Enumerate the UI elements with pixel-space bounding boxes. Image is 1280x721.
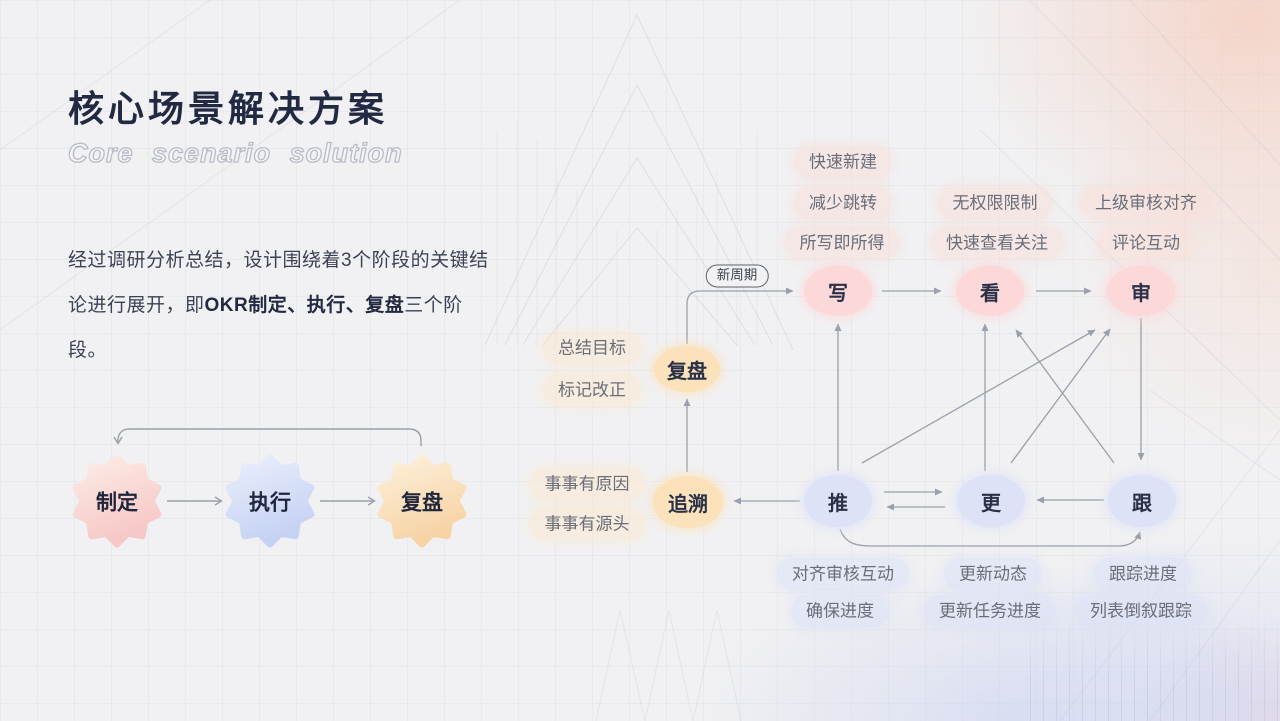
cycle-badge: 新周期 — [705, 264, 769, 288]
stage-flow-diagram: 制定 执行 复盘 — [76, 428, 463, 544]
tag-fupan-2: 标记改正 — [543, 373, 641, 407]
node-zhuisu: 追溯 — [653, 476, 723, 528]
tag-push-1: 对齐审核互动 — [777, 557, 909, 591]
tag-audit-2: 评论互动 — [1097, 226, 1195, 260]
tag-write-1: 快速新建 — [794, 145, 892, 179]
tag-update-2: 更新任务进度 — [924, 594, 1056, 628]
arrow-push-to-audit — [861, 329, 1096, 464]
scenario-map-arrows — [683, 287, 1145, 547]
arrow-follow-to-view — [1015, 329, 1115, 464]
tag-write-3: 所写即所得 — [784, 226, 900, 260]
tag-zhuisu-1: 事事有原因 — [529, 467, 645, 501]
node-write: 写 — [804, 266, 872, 316]
intro-text-after: 三个阶段。 — [68, 295, 463, 361]
tag-push-2: 确保进度 — [791, 594, 889, 628]
tag-audit-1: 上级审核对齐 — [1080, 186, 1212, 220]
node-fupan: 复盘 — [654, 346, 720, 392]
intro-paragraph: 经过调研分析总结，设计围绕着3个阶段的关键结论进行展开，即OKR制定、执行、复盘… — [68, 238, 500, 373]
tag-zhuisu-2: 事事有源头 — [529, 507, 645, 541]
tag-follow-1: 跟踪进度 — [1094, 557, 1192, 591]
page-title: 核心场景解决方案 — [68, 88, 389, 129]
tag-view-2: 快速查看关注 — [931, 226, 1063, 260]
tag-fupan-1: 总结目标 — [543, 331, 641, 365]
intro-text-before: 经过调研分析总结，设计围绕着3个阶段的关键结论进行展开，即 — [68, 250, 489, 316]
page-subtitle-en: Core scenario solution — [67, 137, 403, 168]
star-execute-label: 执行 — [249, 491, 291, 515]
node-view: 看 — [956, 266, 1024, 316]
arrow-review-loop-to-formulate — [113, 428, 422, 446]
arrow-fupan-to-write-newcycle — [686, 287, 794, 344]
intro-text-bold: OKR制定、执行、复盘 — [204, 295, 405, 316]
star-review-label: 复盘 — [400, 491, 443, 515]
tag-update-1: 更新动态 — [944, 557, 1042, 591]
tag-write-2: 减少跳转 — [794, 186, 892, 220]
tag-view-1: 无权限限制 — [937, 186, 1053, 220]
arrow-push-loop-to-follow — [839, 528, 1142, 547]
node-push: 推 — [804, 475, 872, 527]
node-audit: 审 — [1107, 266, 1175, 316]
node-update: 更 — [957, 475, 1025, 527]
node-follow: 跟 — [1108, 475, 1176, 527]
background-hatch-bottom-right — [1030, 611, 1280, 721]
star-formulate-label: 制定 — [96, 491, 138, 515]
tag-follow-2: 列表倒叙跟踪 — [1075, 594, 1207, 628]
arrow-update-to-audit — [1010, 328, 1111, 464]
